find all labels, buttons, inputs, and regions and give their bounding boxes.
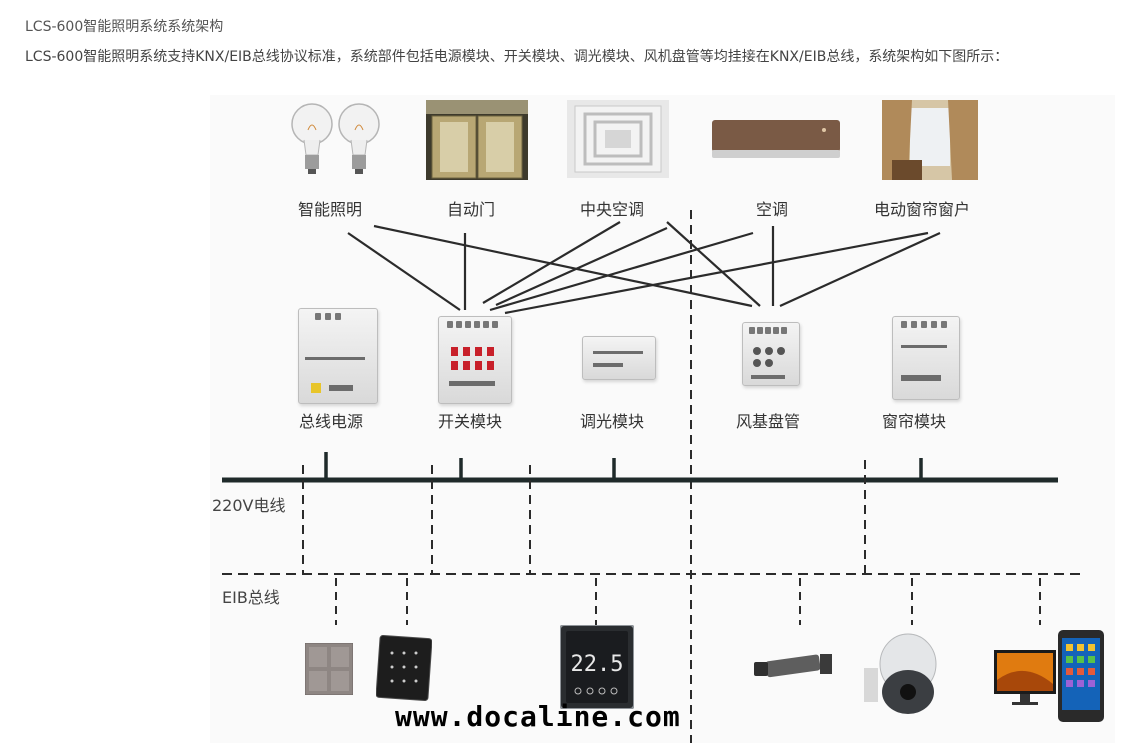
tv-monitor-image — [994, 650, 1056, 706]
curtain-image — [882, 100, 978, 180]
architecture-diagram — [210, 95, 1115, 743]
page-heading: LCS-600智能照明系统系统架构 — [25, 19, 224, 35]
auto-door-image — [426, 100, 528, 180]
dimmer-module — [582, 336, 656, 380]
intro-text: LCS-600智能照明系统支持KNX/EIB总线协议标准，系统部件包括电源模块、… — [25, 49, 1009, 65]
watermark-text: www.docaline.com — [395, 700, 681, 733]
module-label-curtain: 窗帘模块 — [881, 412, 946, 431]
module-label-switch: 开关模块 — [437, 412, 502, 431]
power-line-label: 220V电线 — [212, 496, 286, 515]
smartphone-image — [1058, 630, 1104, 722]
ac-unit-image — [712, 120, 840, 160]
device-label-auto-door: 自动门 — [446, 200, 495, 219]
dome-camera-image — [860, 630, 942, 720]
bus-power-module — [298, 308, 378, 404]
touch-panel-image — [376, 635, 432, 701]
eib-module-drops — [302, 460, 866, 574]
fan-coil-module — [742, 322, 800, 386]
module-label-dimmer: 调光模块 — [579, 412, 644, 431]
eib-line-label: EIB总线 — [222, 588, 280, 607]
thermostat-temp: 22.5 — [571, 652, 624, 677]
device-label-central-ac: 中央空调 — [579, 200, 644, 219]
device-label-ac: 空调 — [755, 200, 788, 219]
power-bus-taps — [324, 452, 923, 480]
curtain-module — [892, 316, 960, 400]
device-module-links — [347, 221, 941, 315]
switch-module — [438, 316, 512, 404]
module-label-fan-coil: 风基盘管 — [735, 412, 800, 431]
device-label-lighting: 智能照明 — [297, 200, 362, 219]
thermostat-image: 22.5 — [560, 625, 634, 709]
central-ac-image — [567, 100, 669, 178]
module-label-power: 总线电源 — [298, 412, 363, 431]
eib-device-drops — [335, 578, 1041, 625]
device-label-curtain: 电动窗帘窗户 — [873, 200, 970, 219]
light-bulbs-image — [288, 100, 383, 182]
camera-bullet-image — [752, 648, 838, 688]
wall-switch-panel-image — [305, 643, 353, 695]
